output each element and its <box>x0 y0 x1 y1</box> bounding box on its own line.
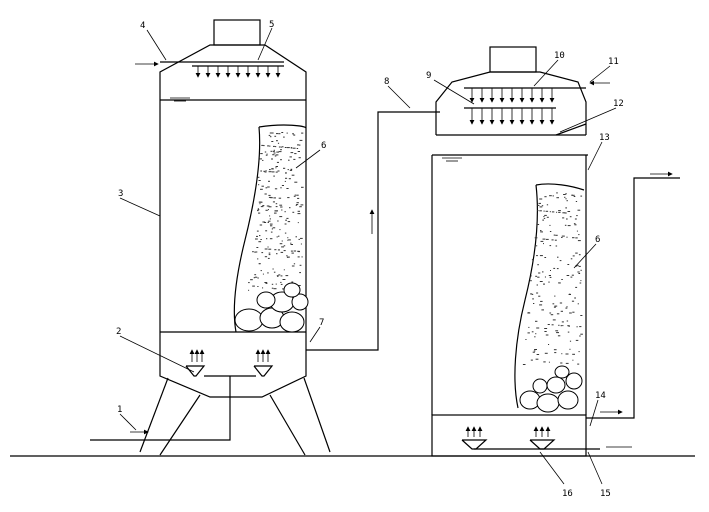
right-aerator-arrows <box>465 426 551 437</box>
label-13: 13 <box>599 133 610 143</box>
left-top-dome <box>159 44 307 100</box>
left-leg-1 <box>139 377 169 453</box>
left-bottom-cone <box>159 332 307 398</box>
label-3: 3 <box>118 189 123 199</box>
left-spray-nozzles <box>195 66 281 78</box>
leader-lines <box>119 27 617 485</box>
label-7: 7 <box>319 318 324 328</box>
label-6-right: 6 <box>595 235 600 245</box>
right-exhaust-stack <box>489 46 537 73</box>
left-leg-4 <box>303 377 331 453</box>
label-14: 14 <box>595 391 606 401</box>
right-gravel-layer <box>519 365 583 413</box>
right-packing-media <box>522 192 583 365</box>
left-exhaust-stack <box>213 19 261 46</box>
right-bottom-chamber <box>431 414 587 457</box>
left-leg-3 <box>269 394 306 456</box>
left-reactor <box>90 19 331 456</box>
label-16: 16 <box>562 489 573 499</box>
label-2: 2 <box>116 327 121 337</box>
connecting-pipe <box>306 111 440 351</box>
right-spray-nozzles <box>469 88 555 125</box>
label-10: 10 <box>554 51 565 61</box>
label-6-left: 6 <box>321 141 326 151</box>
left-gravel-layer <box>234 282 309 333</box>
left-media-boundary <box>233 126 261 333</box>
right-top-dome <box>435 71 587 112</box>
left-aerator-arrows <box>189 349 271 362</box>
right-outlet-pipe <box>586 177 680 419</box>
callout-labels: 4 5 3 6 2 7 1 8 9 10 11 12 13 6 14 15 16 <box>116 20 624 499</box>
right-media-boundary <box>514 184 538 409</box>
left-packing-media <box>248 132 304 291</box>
label-5: 5 <box>269 20 274 30</box>
label-15: 15 <box>600 489 611 499</box>
label-8: 8 <box>384 77 389 87</box>
label-9: 9 <box>426 71 431 81</box>
label-11: 11 <box>608 57 619 67</box>
left-air-inlet-pipe <box>90 376 231 441</box>
label-1: 1 <box>117 405 122 415</box>
label-12: 12 <box>613 99 624 109</box>
label-4: 4 <box>140 21 145 31</box>
left-leg-2 <box>159 394 201 456</box>
right-reactor <box>431 46 680 457</box>
